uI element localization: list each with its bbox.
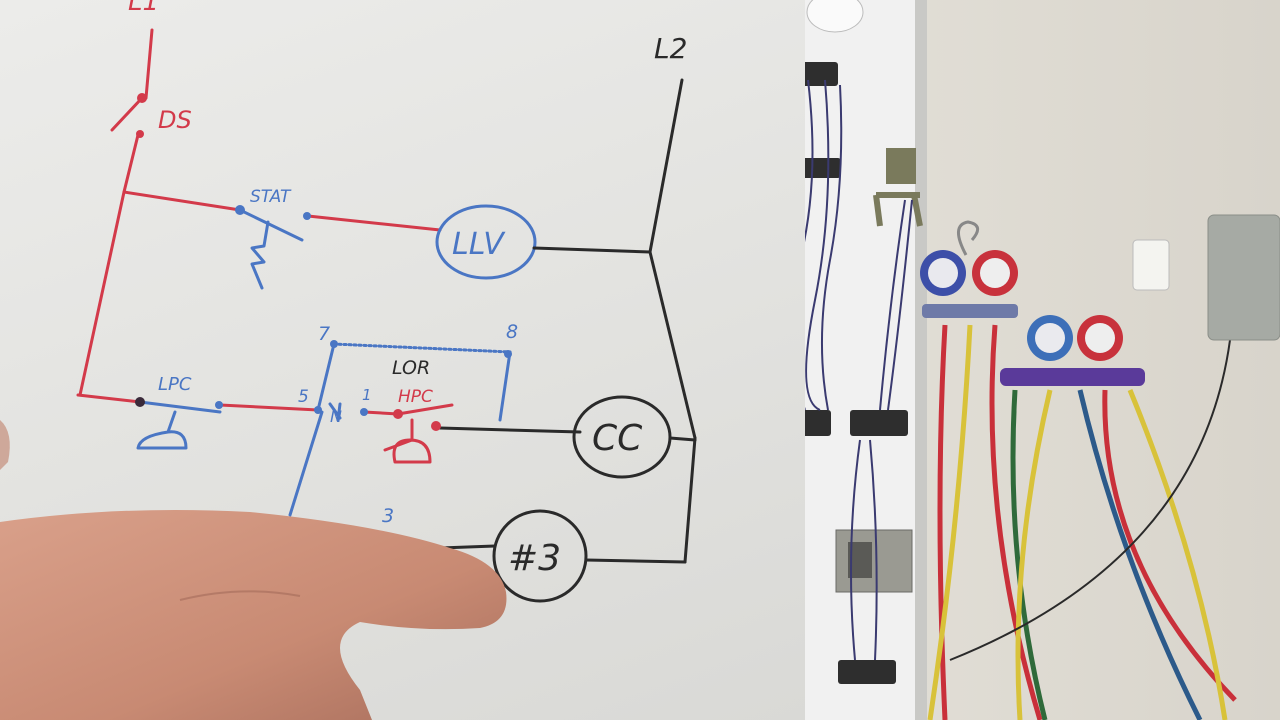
manifold-body — [922, 304, 1018, 318]
wire-l1-drop — [144, 28, 154, 100]
wire-to-stat — [122, 190, 242, 212]
terminal-blocks — [795, 62, 908, 684]
hand-icon — [0, 509, 507, 720]
terminal-block — [850, 410, 908, 436]
label-lor: LOR — [392, 357, 430, 379]
disconnect-switch-blade — [110, 96, 144, 132]
pressure-control — [886, 148, 916, 184]
terminal-label-n: N — [330, 407, 342, 426]
wire-l2-right — [648, 250, 697, 440]
label-ds: DS — [158, 106, 192, 134]
wiring-diagram: L1 L2 DS STAT LLV LPC LOR HPC CC #3 7 8 … — [76, 0, 697, 603]
wire-l2-lower — [683, 436, 697, 564]
terminal-label-1: 1 — [362, 386, 372, 404]
wire-1-to-hpc — [362, 410, 400, 416]
motor-3-coil — [492, 509, 588, 603]
wire-cc-out — [668, 436, 697, 442]
label-lpc: LPC — [158, 374, 192, 395]
refrigerant-hoses — [927, 324, 1237, 720]
black-wires — [438, 78, 697, 603]
wire-lpc-to-5 — [218, 403, 320, 412]
lor-heater — [332, 342, 512, 354]
wire-to-3 — [288, 410, 324, 517]
hpc-element — [383, 418, 432, 464]
terminal-dots — [135, 93, 512, 431]
label-l1: L1 — [128, 0, 159, 17]
terminal-block — [795, 158, 841, 178]
board-edge — [915, 0, 927, 720]
wire-8-down — [498, 350, 512, 422]
llv-coil — [435, 204, 537, 280]
label-hpc: HPC — [398, 387, 433, 407]
terminal-label-7: 7 — [318, 323, 330, 345]
wire-hpc-to-cc — [438, 426, 582, 434]
terminal-label-5: 5 — [298, 387, 309, 407]
light-bulb-icon — [806, 0, 864, 33]
stat-switch-blade — [238, 208, 304, 242]
timer-module — [835, 529, 913, 593]
label-motor-3: #3 — [508, 538, 561, 579]
pointing-hand — [0, 420, 507, 720]
wire-7-to-5 — [316, 342, 336, 412]
wire-l2-drop — [648, 78, 684, 254]
hpc-switch-blade — [396, 403, 454, 416]
wire-ds-out — [122, 133, 140, 194]
lpc-switch-blade — [138, 400, 222, 414]
outlet-box — [1132, 239, 1170, 291]
hook-icon — [957, 220, 980, 256]
terminal-label-8: 8 — [506, 321, 518, 343]
wire-llv-to-l2 — [532, 246, 652, 254]
red-wires — [76, 28, 454, 464]
wire-left-vertical — [78, 190, 126, 397]
contact-n-mark — [328, 402, 342, 422]
wire-to-lpc — [76, 393, 142, 404]
terminal-label-3: 3 — [382, 505, 394, 527]
junction-box — [1207, 214, 1280, 341]
wire-stat-to-llv — [306, 214, 442, 232]
terminal-block — [838, 660, 896, 684]
wire-to-m3 — [438, 544, 497, 550]
label-l2: L2 — [654, 32, 687, 65]
stat-bulb-icon — [250, 220, 270, 290]
blue-wires — [136, 204, 537, 517]
thumb-edge — [0, 420, 10, 470]
training-board — [800, 0, 925, 720]
wire-m3-out — [584, 558, 687, 564]
label-stat: STAT — [250, 187, 292, 207]
label-cc: CC — [592, 418, 643, 459]
label-llv: LLV — [452, 227, 506, 262]
manifold-body — [1000, 368, 1145, 386]
lpc-element — [136, 410, 188, 450]
